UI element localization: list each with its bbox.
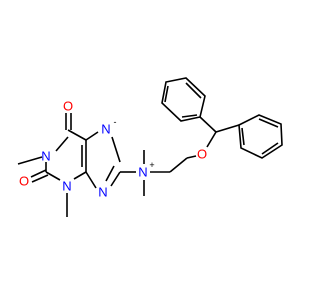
phenyl-right-double-2 xyxy=(261,142,279,155)
nitrogen-n7-label: N xyxy=(101,122,110,137)
phenyl-right-ring xyxy=(238,114,283,159)
n7-charge-label: - xyxy=(114,117,117,127)
bond-n1-c6 xyxy=(55,136,69,152)
bond-c8-n9-a xyxy=(110,171,121,187)
phenyl-left-double-3 xyxy=(181,114,198,118)
oxygen-c2-label: O xyxy=(19,174,29,189)
atom-labels: O N O N N - N N + O xyxy=(19,99,207,200)
phenyl-left-double-2 xyxy=(164,85,169,103)
nitrogen-n1-label: N xyxy=(41,149,50,164)
bond-c5-n7 xyxy=(85,131,99,141)
structure-drawing: O N O N N - N N + O xyxy=(17,77,283,217)
phenyl-left-double-1 xyxy=(185,82,202,99)
bonds xyxy=(17,77,283,217)
bond-n9-c4 xyxy=(85,171,97,189)
nitrogen-n3-label: N xyxy=(62,179,71,194)
molecule-diagram: O N O N N - N N + O xyxy=(17,77,283,217)
bond-c2-o-b xyxy=(31,174,49,183)
phenyl-left-ring xyxy=(161,77,206,122)
ammonium-charge-label: + xyxy=(149,160,154,170)
bond-c2-o-a xyxy=(30,169,47,178)
bond-c6-c5 xyxy=(67,129,87,141)
bond-oether-ch xyxy=(206,131,217,148)
phenyl-right-double-1 xyxy=(258,118,279,128)
bond-n3-c2 xyxy=(45,171,61,181)
bond-n1-methyl xyxy=(17,156,43,165)
bond-c4-n3 xyxy=(73,171,87,180)
bond-ch-phenyl-right xyxy=(215,124,240,133)
oxygen-ether-label: O xyxy=(197,147,207,162)
phenyl-right-double-3 xyxy=(241,127,245,146)
bond-c8-n9-b xyxy=(105,165,115,182)
bond-ch-phenyl-left xyxy=(199,116,217,133)
bond-ch2-oether xyxy=(186,155,197,159)
bond-ch2-ch2 xyxy=(169,157,188,173)
bond-n7-c8 xyxy=(111,136,121,163)
nitrogen-n9-label: N xyxy=(98,185,107,200)
nitrogen-ammonium-label: N xyxy=(138,165,147,180)
oxygen-c6-label: O xyxy=(63,99,73,114)
